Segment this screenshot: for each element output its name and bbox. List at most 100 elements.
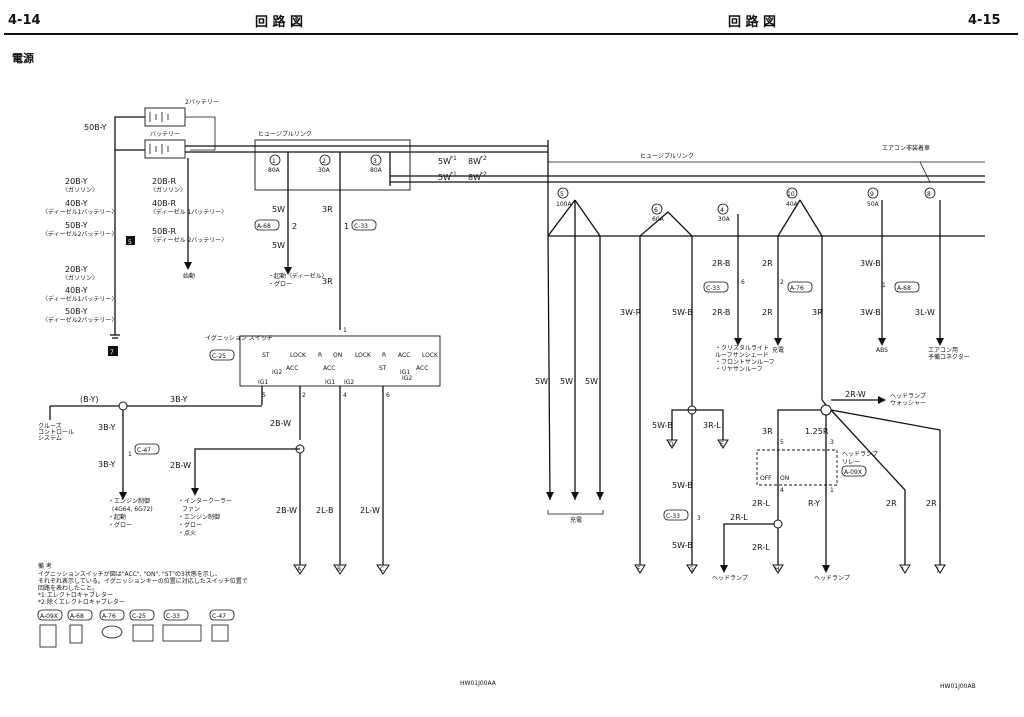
svg-text:3B-Y: 3B-Y [170, 395, 188, 404]
svg-text:80A: 80A [370, 167, 383, 174]
svg-text:システム: システム [38, 435, 62, 442]
svg-text:充電: 充電 [570, 516, 582, 524]
svg-text:30A: 30A [718, 216, 731, 223]
svg-text:〈ディーゼル2バッテリー〉: 〈ディーゼル2バッテリー〉 [42, 316, 117, 324]
battery-1-symbol [144, 139, 186, 159]
svg-text:I: I [902, 566, 904, 573]
svg-text:50B-Y: 50B-Y [65, 307, 88, 316]
svg-text:5W-B: 5W-B [672, 308, 693, 317]
svg-text:C-33: C-33 [166, 613, 180, 620]
svg-text:6: 6 [386, 392, 390, 399]
svg-text:ヒュージブルリンク: ヒュージブルリンク [258, 130, 312, 138]
battery-main-wire: 50B-Y [84, 123, 107, 132]
svg-text:C-47: C-47 [212, 613, 226, 620]
svg-text:2B-W: 2B-W [276, 506, 297, 515]
svg-text:ヘッドランプ: ヘッドランプ [842, 451, 878, 458]
svg-text:5W: 5W [438, 173, 451, 182]
svg-text:4: 4 [780, 487, 784, 494]
svg-text:3R-L: 3R-L [703, 421, 721, 430]
ground-ref-7-icon [108, 346, 118, 356]
svg-text:リレー: リレー [842, 459, 860, 466]
svg-text:ウォッシャー: ウォッシャー [890, 399, 926, 407]
svg-text:イグニッション スイッチ: イグニッション スイッチ [205, 334, 273, 342]
svg-text:A-76: A-76 [790, 285, 804, 292]
svg-text:〈ディーゼル2バッテリー〉: 〈ディーゼル2バッテリー〉 [42, 230, 117, 238]
svg-text:H: H [775, 566, 780, 573]
svg-text:・インタークーラー: ・インタークーラー [178, 497, 232, 505]
svg-text:3R: 3R [762, 427, 773, 436]
svg-text:6: 6 [654, 207, 658, 214]
svg-text:備 考: 備 考 [38, 562, 52, 570]
svg-text:5: 5 [262, 392, 266, 399]
svg-text:A-68: A-68 [257, 223, 271, 230]
svg-text:3: 3 [830, 439, 834, 446]
svg-text:20B-Y: 20B-Y [65, 265, 88, 274]
svg-text:10: 10 [787, 191, 795, 198]
svg-text:2: 2 [292, 222, 297, 231]
svg-text:〈ディーゼル 2バッテリー〉: 〈ディーゼル 2バッテリー〉 [150, 236, 227, 244]
svg-text:LOCK: LOCK [422, 352, 439, 359]
svg-text:ACC: ACC [398, 352, 410, 359]
svg-text:R: R [318, 352, 322, 359]
svg-text:ヒュージブルリンク: ヒュージブルリンク [640, 152, 694, 160]
svg-text:2: 2 [780, 279, 784, 286]
svg-text:40B-Y: 40B-Y [65, 286, 88, 295]
svg-text:3B-Y: 3B-Y [98, 423, 116, 432]
svg-text:40A: 40A [786, 201, 799, 208]
svg-text:J: J [936, 566, 939, 573]
svg-text:・グロー: ・グロー [108, 521, 132, 529]
svg-text:IG2: IG2 [402, 375, 412, 382]
svg-text:ACC: ACC [286, 365, 298, 372]
svg-text:2R-B: 2R-B [712, 308, 730, 317]
ignition-switch: イグニッション スイッチ C-25 1 ST LOCK R ON LOCK R … [205, 327, 441, 565]
svg-text:3W-R: 3W-R [620, 308, 642, 317]
page-number-right: 4-15 [968, 13, 1001, 28]
svg-text:2B-W: 2B-W [270, 419, 291, 428]
svg-text:A-09X: A-09X [40, 613, 58, 620]
svg-text:2R: 2R [762, 259, 773, 268]
right-page: ヒュージブルリンク エアコン非装着車 5 100A 6 60A 4 30A 10… [535, 140, 985, 690]
svg-text:1.25R: 1.25R [805, 427, 829, 436]
svg-text:ルーフサンシェード: ルーフサンシェード [715, 352, 769, 359]
svg-text:2L-B: 2L-B [316, 506, 334, 515]
section-title: 電源 [12, 51, 34, 65]
svg-text:2: 2 [322, 158, 326, 165]
svg-text:C-25: C-25 [212, 353, 226, 360]
svg-text:*1:エレクトロキャブレター: *1:エレクトロキャブレター [38, 591, 113, 599]
svg-text:6: 6 [741, 279, 745, 286]
svg-text:5: 5 [128, 239, 132, 246]
svg-text:2R-B: 2R-B [712, 259, 730, 268]
svg-text:*2: *2 [480, 155, 487, 162]
svg-text:50B-Y: 50B-Y [65, 221, 88, 230]
svg-text:1: 1 [128, 451, 132, 458]
svg-text:8W: 8W [468, 173, 481, 182]
svg-text:C-47: C-47 [137, 447, 151, 454]
svg-text:C-33: C-33 [666, 513, 680, 520]
svg-text:5W: 5W [272, 205, 285, 214]
svg-text:コントロール: コントロール [38, 429, 74, 436]
svg-text:2R-L: 2R-L [730, 513, 748, 522]
svg-text:R: R [382, 352, 386, 359]
svg-text:*2: *2 [480, 171, 487, 178]
svg-text:5W: 5W [535, 377, 548, 386]
svg-text:A-76: A-76 [102, 613, 116, 620]
svg-text:ACC: ACC [323, 365, 335, 372]
svg-text:・グロー: ・グロー [178, 521, 202, 529]
svg-text:*1: *1 [450, 155, 457, 162]
svg-text:(4G64, 6G72): (4G64, 6G72) [112, 506, 153, 513]
svg-text:ABS: ABS [876, 347, 888, 354]
battery2-label: 2バッテリー [185, 99, 219, 106]
svg-text:・点火: ・点火 [178, 529, 196, 537]
svg-text:1: 1 [882, 282, 886, 289]
svg-text:エアコン非装着車: エアコン非装着車 [882, 144, 930, 152]
svg-text:〈ガソリン〉: 〈ガソリン〉 [150, 186, 186, 194]
svg-text:5W: 5W [272, 241, 285, 250]
ground-ref-5-icon [126, 236, 135, 245]
svg-text:C: C [380, 566, 384, 573]
svg-text:50B-R: 50B-R [152, 227, 177, 236]
svg-text:IG2: IG2 [344, 379, 354, 386]
battery-2-symbol [144, 107, 186, 127]
svg-text:*2:除くエレクトロキャブレター: *2:除くエレクトロキャブレター [38, 598, 125, 606]
svg-text:クルーズ: クルーズ [38, 422, 62, 430]
svg-text:・リヤサンルーフ: ・リヤサンルーフ [715, 366, 763, 373]
